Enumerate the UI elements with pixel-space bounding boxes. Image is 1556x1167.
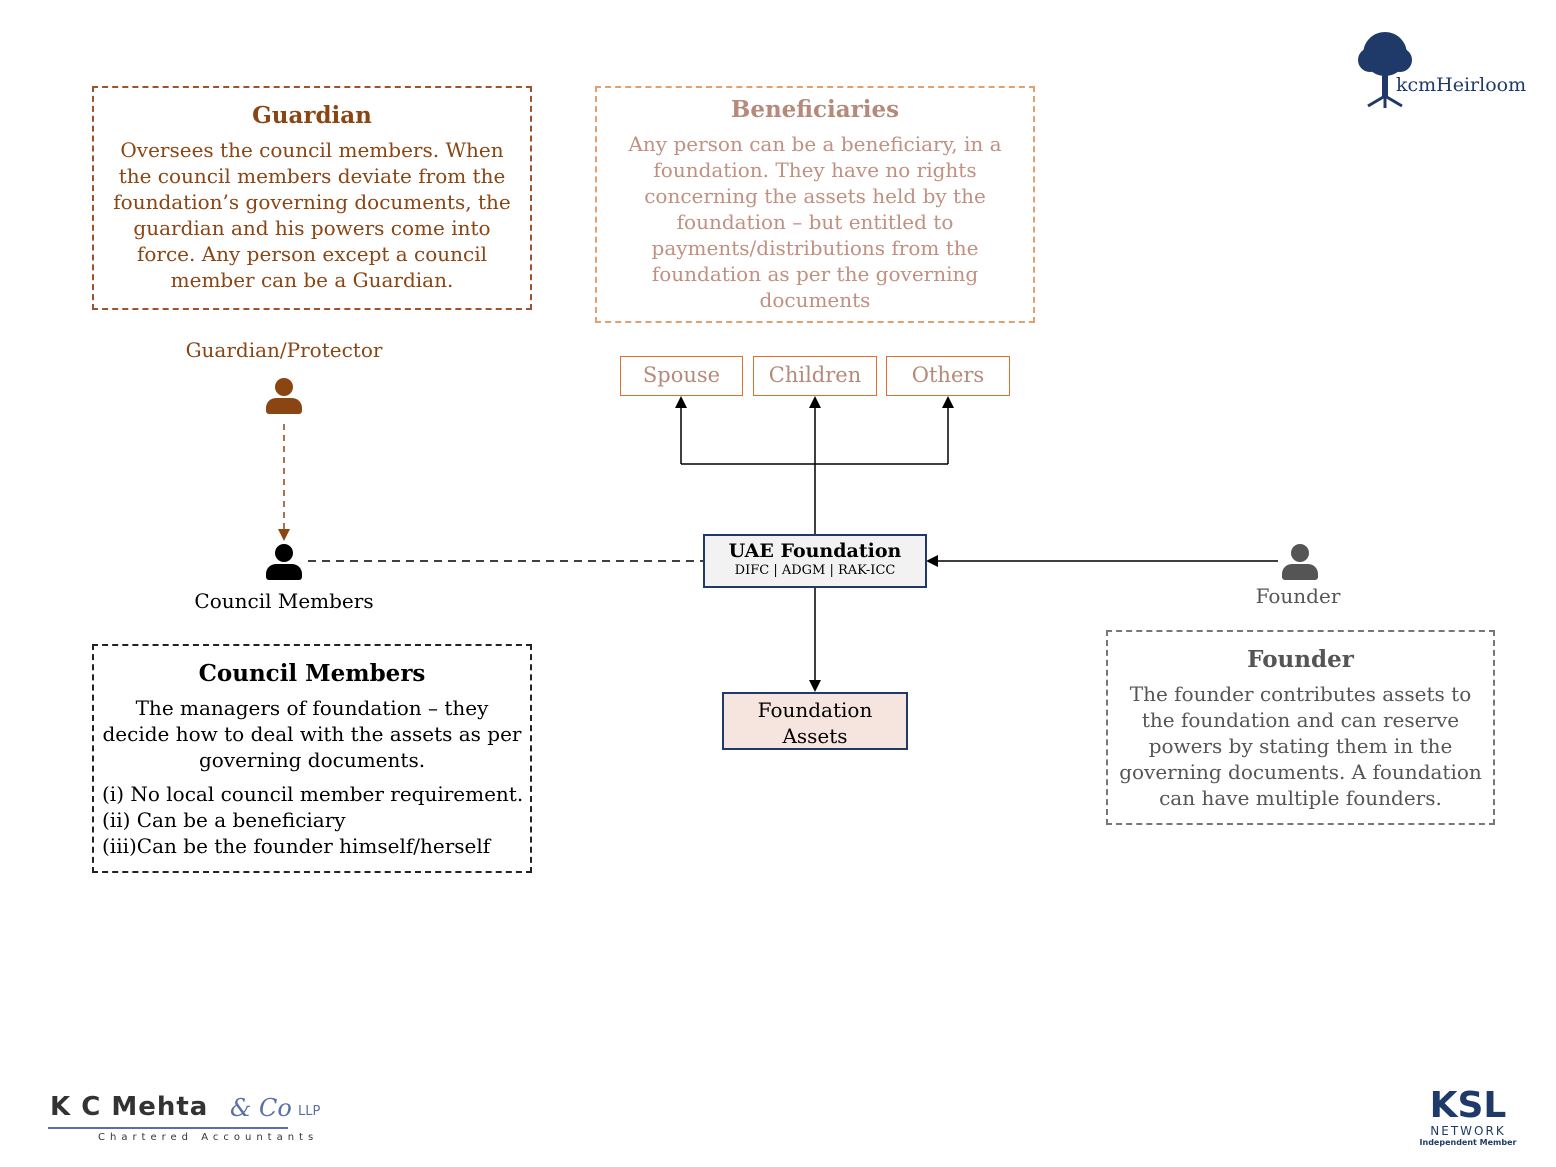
kc-mehta-name: K C Mehta — [50, 1092, 209, 1122]
founder-person-icon — [1282, 544, 1318, 584]
tree-icon — [1358, 32, 1412, 108]
council-box-body: The managers of foundation – they decide… — [102, 696, 522, 772]
council-box-title: Council Members — [198, 660, 426, 687]
guardian-person-icon — [266, 378, 302, 418]
founder-info-box: Founder The founder contributes assets t… — [1106, 630, 1495, 825]
kcm-heirloom-logo: kcmHeirloom — [1350, 30, 1526, 110]
beneficiary-others-box: Others — [886, 356, 1010, 396]
uae-foundation-subtitle: DIFC | ADGM | RAK-ICC — [734, 563, 896, 578]
guardian-box-title: Guardian — [252, 102, 372, 129]
beneficiaries-info-box: Beneficiaries Any person can be a benefi… — [595, 86, 1035, 323]
founder-box-title: Founder — [1247, 646, 1354, 673]
beneficiary-children-box: Children — [753, 356, 877, 396]
guardian-box-body: Oversees the council members. When the c… — [113, 138, 511, 292]
beneficiaries-box-body: Any person can be a beneficiary, in a fo… — [628, 132, 1002, 312]
list-item: (i) No local council member requirement. — [102, 782, 524, 806]
uae-foundation-title: UAE Foundation — [728, 540, 902, 562]
guardian-info-box: Guardian Oversees the council members. W… — [92, 86, 532, 310]
kc-mehta-suffix: LLP — [298, 1104, 321, 1119]
council-box-list: (i) No local council member requirement.… — [102, 781, 524, 859]
guardian-protector-label: Guardian/Protector — [185, 338, 383, 362]
uae-foundation-box: UAE Foundation DIFC | ADGM | RAK-ICC — [703, 534, 927, 588]
list-item: (ii) Can be a beneficiary — [102, 808, 346, 832]
kc-mehta-script: & Co — [230, 1094, 292, 1122]
founder-label: Founder — [1255, 584, 1341, 608]
foundation-assets-box: Foundation Assets — [722, 692, 908, 750]
kc-mehta-tagline: Chartered Accountants — [98, 1132, 319, 1143]
list-item: (iii)Can be the founder himself/herself — [102, 834, 491, 858]
kcm-heirloom-text: kcmHeirloom — [1396, 74, 1527, 96]
ksl-name: KSL — [1429, 1085, 1507, 1126]
council-members-label: Council Members — [194, 589, 374, 613]
beneficiary-spouse-box: Spouse — [620, 356, 743, 396]
ksl-network: NETWORK — [1430, 1124, 1506, 1138]
council-person-icon — [266, 544, 302, 584]
beneficiaries-box-title: Beneficiaries — [730, 96, 900, 123]
kc-mehta-underline — [48, 1127, 288, 1129]
council-info-box: Council Members The managers of foundati… — [92, 644, 532, 873]
ksl-network-logo: KSL NETWORK Independent Member — [1418, 1088, 1518, 1152]
ksl-member: Independent Member — [1419, 1138, 1517, 1147]
founder-box-body: The founder contributes assets to the fo… — [1119, 682, 1482, 810]
kc-mehta-logo: K C Mehta & Co LLP Chartered Accountants — [48, 1092, 338, 1152]
